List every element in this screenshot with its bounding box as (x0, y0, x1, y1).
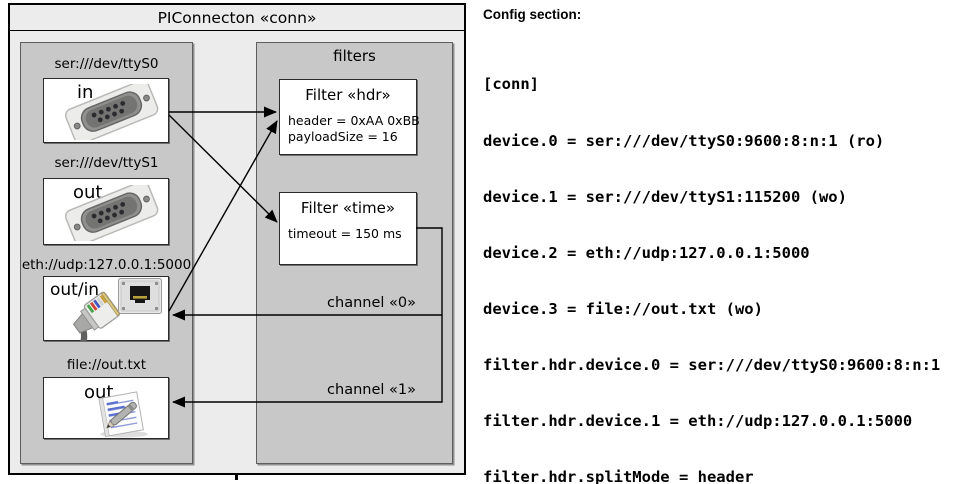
device-0-uri-label: ser:///dev/ttyS0 (54, 56, 159, 72)
devices-panel: ser:///dev/ttyS0 in ser:///dev/ttyS1 (20, 42, 193, 464)
config-line: device.0 = ser:///dev/ttyS0:9600:8:n:1 (… (483, 131, 885, 150)
config-section: Config section: [conn] device.0 = ser://… (483, 5, 950, 484)
device-2-direction-label: out/in (50, 280, 100, 300)
filter-time-title: Filter «time» (300, 199, 396, 217)
config-line: filter.hdr.splitMode = header (483, 468, 754, 484)
notepad-pencil-icon (98, 391, 148, 438)
ethernet-jack-icon (118, 278, 162, 314)
config-line: [conn] (483, 75, 539, 94)
device-0-direction-label: in (77, 82, 94, 103)
filter-hdr-title: Filter «hdr» (305, 86, 391, 104)
filter-hdr-property-payloadsize: payloadSize = 16 (288, 128, 398, 144)
config-lines: [conn] device.0 = ser:///dev/ttyS0:9600:… (483, 38, 950, 484)
config-line: filter.hdr.device.1 = eth://udp:127.0.0.… (483, 412, 913, 431)
config-line: filter.hdr.device.0 = ser:///dev/ttyS0:9… (483, 355, 941, 374)
filter-hdr-box: Filter «hdr» header = 0xAA 0xBB payloadS… (279, 79, 420, 155)
device-3-uri-label: file://out.txt (66, 357, 147, 373)
serial-connector-photo (64, 185, 159, 241)
channel-1-label: channel «1» (327, 382, 416, 398)
filter-time-box: Filter «time» timeout = 150 ms (279, 192, 417, 265)
config-heading: Config section: (483, 7, 582, 22)
config-line: device.1 = ser:///dev/ttyS1:115200 (wo) (483, 187, 847, 206)
device-2-uri-label: eth://udp:127.0.0.1:5000 (21, 257, 192, 273)
device-3-box: out (43, 377, 169, 439)
serial-connector-photo (64, 84, 159, 140)
device-0-box: in (43, 78, 169, 143)
piconnection-diagram: PIConnecton «conn» ser:///dev/ttyS0 in (8, 3, 466, 475)
device-2-box: out/in (43, 276, 169, 341)
filter-time-property-timeout: timeout = 150 ms (288, 226, 402, 241)
ethernet-plug-icon (72, 291, 121, 341)
filters-panel-title: filters (333, 47, 376, 65)
filters-panel: filters Filter «hdr» header = 0xAA 0xBB … (256, 42, 453, 464)
device-1-direction-label: out (73, 182, 103, 203)
filter-hdr-property-header: header = 0xAA 0xBB (288, 113, 420, 128)
device-1-uri-label: ser:///dev/ttyS1 (54, 155, 159, 171)
channel-0-label: channel «0» (327, 295, 416, 311)
device-1-box: out (43, 178, 169, 245)
config-line: device.3 = file://out.txt (wo) (483, 299, 763, 318)
config-line: device.2 = eth://udp:127.0.0.1:5000 (483, 243, 810, 262)
diagram-title: PIConnecton «conn» (10, 5, 464, 31)
